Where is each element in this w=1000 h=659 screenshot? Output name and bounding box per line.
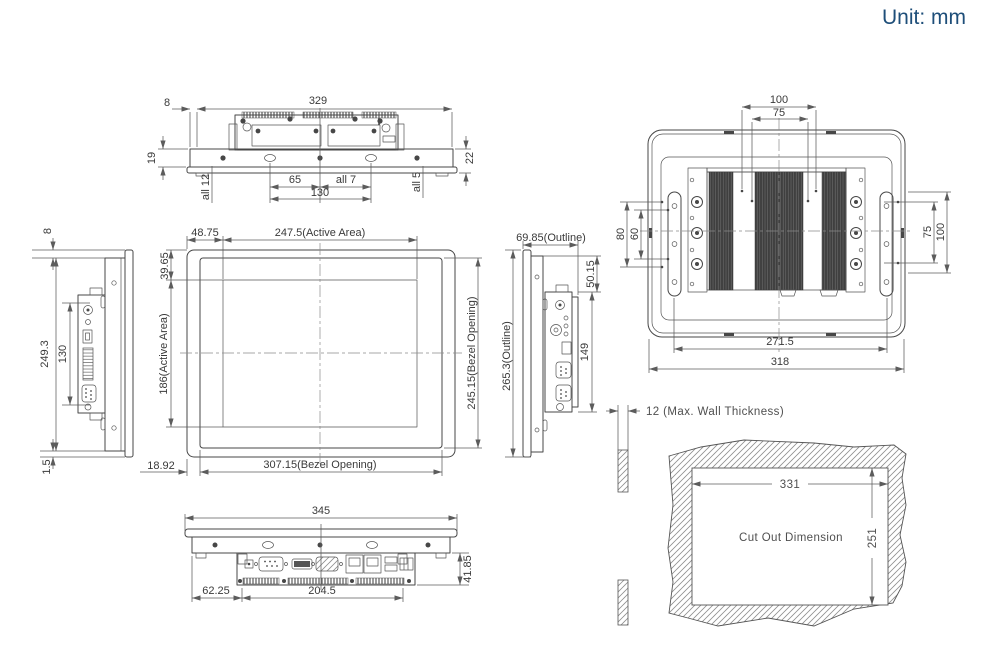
right-side-glass — [522, 249, 532, 458]
dim-top-all-12: all 12 — [200, 174, 212, 200]
dim-top-span-130: 130 — [311, 187, 329, 199]
unit-label: Unit: mm — [882, 6, 966, 29]
rear-view: 100 75 80 60 75 100 271.5 — [615, 94, 951, 373]
rear-view-case — [647, 129, 906, 338]
left-side-usb-port — [82, 329, 93, 344]
dim-right-outline-depth: 69.85(Outline) — [516, 232, 586, 244]
rear-view-mount-slot-left — [667, 191, 682, 297]
top-view: 8 329 19 22 65 all 7 130 all 12 all 5 — [146, 95, 476, 203]
top-view-heatsink-fins — [241, 111, 295, 119]
dim-rear-vesa-h-100: 100 — [935, 223, 947, 241]
right-side-db9-upper — [555, 361, 572, 379]
left-side-db9-connector — [81, 384, 97, 403]
cutout-hole — [691, 467, 889, 606]
dim-right-outline-height: 265.3(Outline) — [501, 321, 513, 391]
left-side-terminal-block — [82, 347, 94, 381]
bottom-view: 345 41.85 62.25 204.5 — [184, 505, 474, 602]
dim-rear-width-318: 318 — [771, 356, 789, 368]
dim-bottom-offset-62-25: 62.25 — [202, 585, 230, 597]
dim-bottom-span-204-5: 204.5 — [308, 585, 336, 597]
dim-left-height-249-3: 249.3 — [39, 340, 51, 368]
cutout-view: 12 (Max. Wall Thickness) 331 251 Cut Out… — [606, 405, 907, 627]
dim-front-bezel-opening-height: 245.15(Bezel Opening) — [466, 296, 478, 409]
dim-top-height-22: 22 — [464, 152, 476, 164]
bottom-vga-connector — [315, 556, 339, 572]
dim-front-margin-39-65: 39.65 — [159, 252, 171, 280]
dim-top-all-7: all 7 — [336, 174, 356, 186]
dim-cutout-wall-thickness: 12 (Max. Wall Thickness) — [646, 406, 784, 418]
side-view-left: 8 249.3 130 1.5 — [32, 228, 134, 475]
bottom-lan-port-1 — [345, 554, 364, 574]
side-view-right: 69.85(Outline) 50.15 149 265.3(Outline) — [501, 232, 601, 458]
dim-top-offset-8: 8 — [164, 97, 170, 109]
right-side-usb-port — [561, 341, 572, 355]
front-view-outline — [186, 249, 456, 458]
dim-rear-vesa-75: 75 — [773, 107, 785, 119]
dim-front-margin-48-75: 48.75 — [191, 227, 219, 239]
rear-view-vesa-screws — [691, 196, 862, 270]
dim-cutout-height-251: 251 — [867, 528, 879, 548]
bottom-power-button — [244, 559, 254, 569]
dim-front-margin-18-92: 18.92 — [147, 460, 175, 472]
dim-left-gap-1-5: 1.5 — [41, 459, 53, 474]
dim-rear-vesa-h-75: 75 — [922, 226, 934, 238]
rear-view-mount-slot-right — [879, 191, 894, 297]
dim-rear-span-271-5: 271.5 — [766, 336, 794, 348]
dim-rear-vesa-100: 100 — [770, 94, 788, 106]
dim-cutout-width-331: 331 — [780, 479, 800, 491]
bottom-lan-port-2 — [363, 554, 382, 574]
dim-left-gap-8: 8 — [42, 228, 54, 234]
dim-rear-span-80: 80 — [615, 228, 627, 240]
dim-bottom-width-345: 345 — [312, 505, 330, 517]
bottom-usb-port-1 — [384, 556, 398, 564]
bottom-power-terminal — [399, 557, 414, 571]
bottom-usb-port-2 — [384, 564, 398, 572]
dim-rear-span-60: 60 — [629, 228, 641, 240]
front-view: 48.75 247.5(Active Area) 39.65 186(Activ… — [140, 227, 482, 476]
right-side-db9-lower — [555, 384, 572, 402]
dim-left-span-130: 130 — [57, 345, 69, 363]
dim-front-active-height: 186(Active Area) — [158, 313, 170, 394]
top-view-glass-edge — [186, 166, 458, 174]
bottom-db9-connector — [258, 556, 284, 572]
dim-right-module-height-149: 149 — [579, 343, 591, 361]
dim-top-all-5: all 5 — [411, 172, 423, 192]
bottom-displayport-connector — [291, 558, 313, 570]
dim-front-active-width: 247.5(Active Area) — [275, 227, 366, 239]
dim-top-height-19: 19 — [146, 152, 158, 164]
cutout-area-label: Cut Out Dimension — [739, 532, 843, 544]
left-side-case — [104, 257, 126, 452]
bottom-view-io-module — [236, 552, 416, 586]
dim-right-offset-50-15: 50.15 — [585, 260, 597, 288]
dim-front-bezel-opening-width: 307.15(Bezel Opening) — [263, 459, 376, 471]
dim-top-width-329: 329 — [309, 95, 327, 107]
dim-top-span-65: 65 — [289, 174, 301, 186]
wall-section-lower — [617, 579, 629, 626]
right-side-module — [544, 291, 573, 413]
wall-section-upper — [617, 449, 629, 493]
dim-bottom-depth-41-85: 41.85 — [462, 555, 474, 583]
left-side-glass — [124, 249, 134, 458]
right-side-case — [530, 255, 544, 453]
